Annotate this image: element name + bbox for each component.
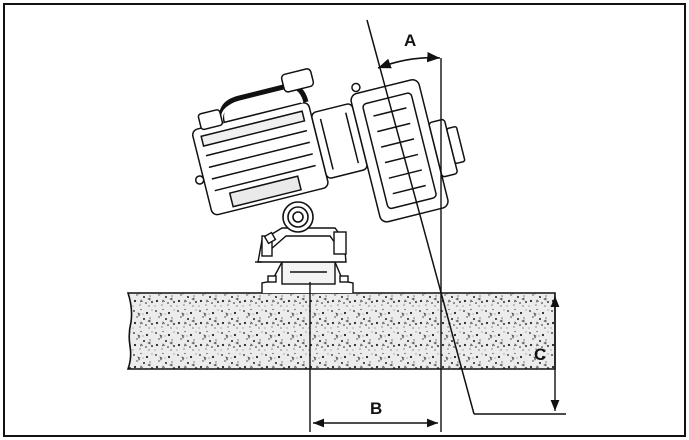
label-b: B xyxy=(370,399,382,418)
saw-blade-line xyxy=(366,19,475,415)
concrete-slab xyxy=(126,292,556,370)
pivot-shaft xyxy=(282,201,314,233)
label-a: A xyxy=(404,31,416,50)
dimension-b xyxy=(309,282,438,432)
figure-border xyxy=(3,3,686,437)
saw-carriage xyxy=(255,227,347,263)
saw-head xyxy=(191,68,466,223)
angle-a-arc xyxy=(377,52,441,69)
label-c: C xyxy=(534,345,546,364)
clamp-knob xyxy=(263,231,277,245)
dimension-c xyxy=(474,296,566,415)
